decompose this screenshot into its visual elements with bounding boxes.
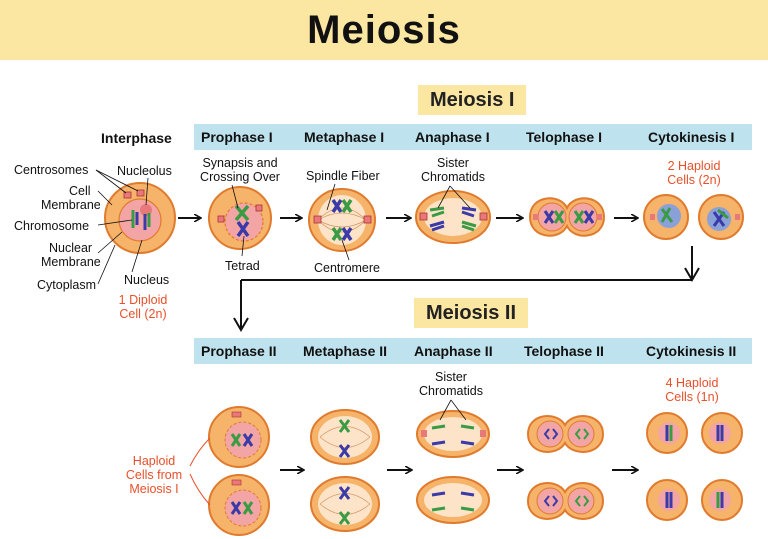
- label-nucleus: Nucleus: [124, 273, 170, 287]
- label-spindle-fiber: Spindle Fiber: [306, 169, 380, 183]
- cytokinesis-2-cells: [646, 412, 743, 521]
- phase-anaphase-1: Anaphase I: [415, 129, 490, 145]
- label-chromosome: Chromosome: [14, 219, 90, 233]
- label-haploid-1n-2: Cells (1n): [665, 390, 719, 404]
- interphase-heading: Interphase: [101, 130, 172, 146]
- phase-cytokinesis-2: Cytokinesis II: [646, 343, 737, 359]
- phase-anaphase-2: Anaphase II: [414, 343, 493, 359]
- label-cell-membrane-1: Cell: [69, 184, 91, 198]
- stage-label-meiosis-1: Meiosis I: [418, 85, 527, 115]
- label-from-meiosis-1b: Cells from: [125, 468, 183, 482]
- title-banner: [0, 0, 768, 60]
- phase-telophase-1: Telophase I: [526, 129, 602, 145]
- label-synapsis-2: Crossing Over: [200, 170, 280, 184]
- prophase-2-cells: [208, 406, 270, 536]
- phase-metaphase-2: Metaphase II: [303, 343, 388, 359]
- anaphase-2-cells: [416, 410, 490, 524]
- phase-metaphase-1: Metaphase I: [304, 129, 385, 145]
- label-nuclear-membrane-1: Nuclear: [49, 241, 93, 255]
- label-sister-chromatids-1b: Chromatids: [421, 170, 485, 184]
- label-haploid-1n-1: 4 Haploid: [665, 376, 719, 390]
- label-from-meiosis-1a: Haploid: [132, 454, 176, 468]
- cytokinesis-1-cells: [643, 194, 744, 240]
- telophase-1-cell: [528, 197, 606, 237]
- phase-telophase-2: Telophase II: [524, 343, 604, 359]
- interphase-cell: [104, 182, 176, 254]
- label-nuclear-membrane-2: Membrane: [41, 255, 101, 269]
- phase-band-meiosis-2: [194, 338, 752, 364]
- label-sister-chromatids-2a: Sister: [435, 370, 467, 384]
- phase-prophase-2: Prophase II: [201, 343, 277, 359]
- label-nucleolus: Nucleolus: [117, 164, 172, 178]
- label-tetrad: Tetrad: [225, 259, 260, 273]
- phase-prophase-1: Prophase I: [201, 129, 273, 145]
- page-title: Meiosis: [307, 8, 461, 52]
- label-haploid-2n-2: Cells (2n): [667, 173, 721, 187]
- label-synapsis-1: Synapsis and: [202, 156, 278, 170]
- label-diploid-2: Cell (2n): [119, 307, 167, 321]
- label-from-meiosis-1c: Meiosis I: [129, 482, 179, 496]
- metaphase-2-cells: [310, 409, 380, 532]
- label-centromere: Centromere: [314, 261, 380, 275]
- phase-cytokinesis-1: Cytokinesis I: [648, 129, 735, 145]
- label-sister-chromatids-1a: Sister: [437, 156, 469, 170]
- prophase-1-cell: [208, 186, 272, 250]
- anaphase-1-cell: [415, 190, 491, 244]
- label-cell-membrane-2: Membrane: [41, 198, 101, 212]
- metaphase-1-cell: [308, 188, 376, 252]
- label-centrosomes: Centrosomes: [14, 163, 89, 177]
- telophase-2-cells: [526, 415, 605, 520]
- stage-label-meiosis-2: Meiosis II: [414, 298, 529, 328]
- phase-band-meiosis-1: [194, 124, 752, 150]
- label-haploid-2n-1: 2 Haploid: [667, 159, 721, 173]
- label-cytoplasm: Cytoplasm: [37, 278, 97, 292]
- label-diploid-1: 1 Diploid: [118, 293, 168, 307]
- label-sister-chromatids-2b: Chromatids: [419, 384, 483, 398]
